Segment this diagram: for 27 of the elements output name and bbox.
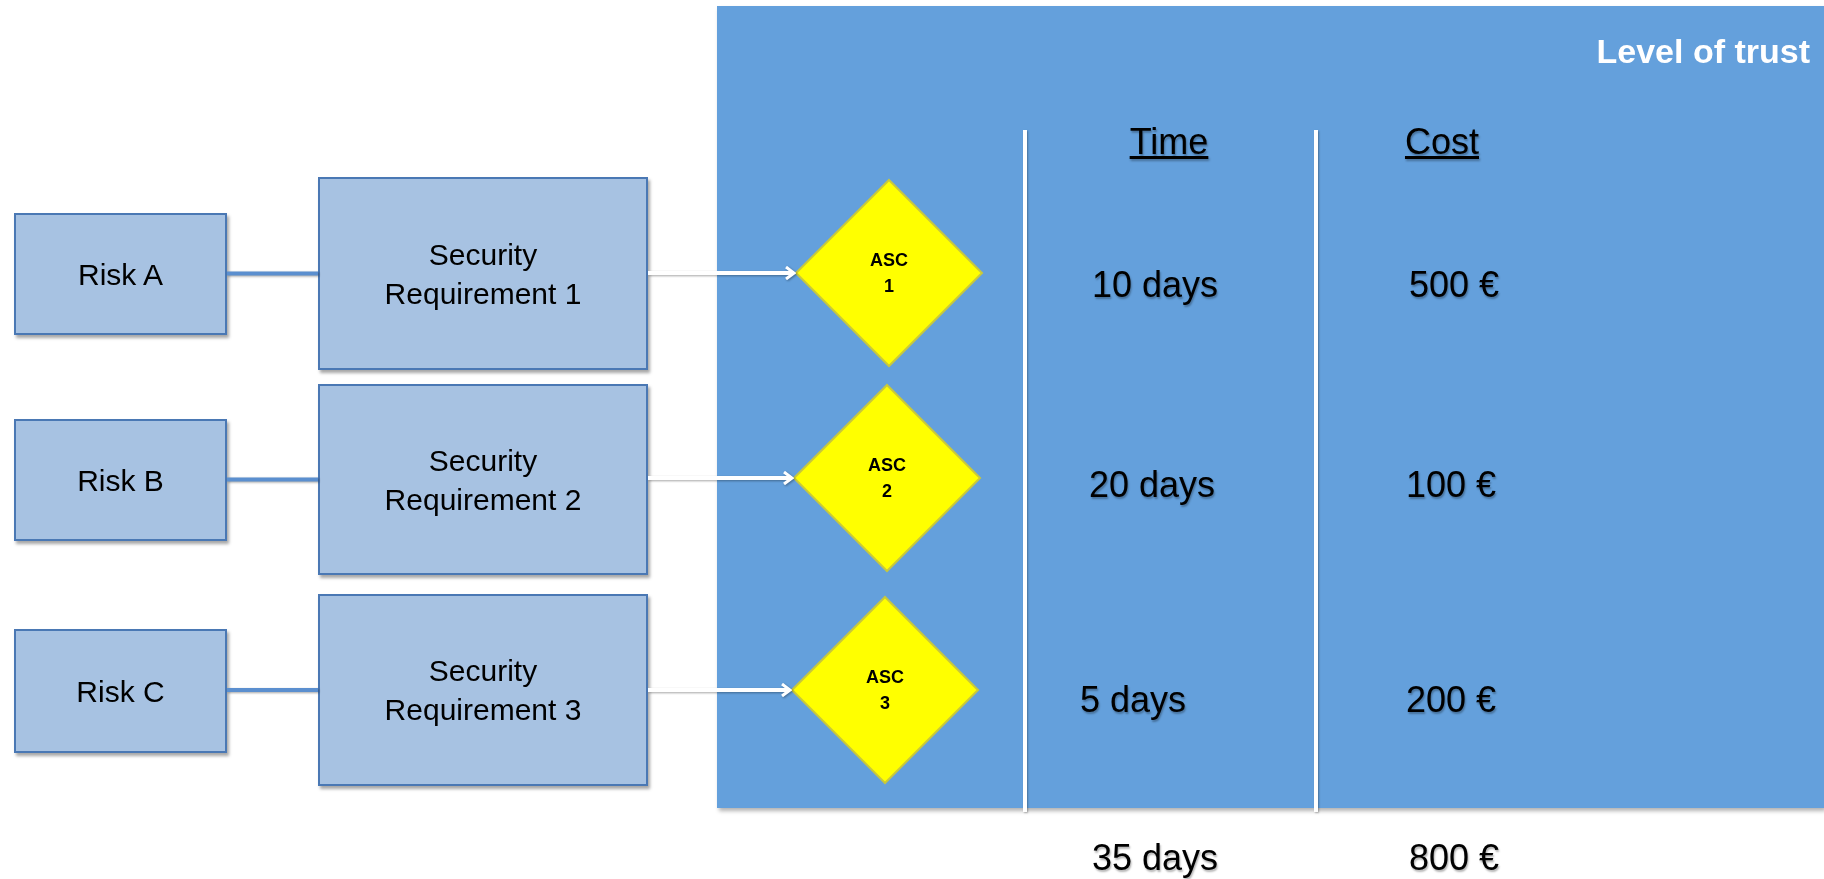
total-cost: 800 € [1408, 837, 1500, 879]
panel-background [717, 6, 1824, 808]
process-box: Risk B [14, 419, 227, 541]
connector-line [227, 688, 318, 692]
column-header: Cost [1405, 121, 1479, 163]
decision-diamond [790, 595, 980, 785]
time-value: 5 days [1079, 679, 1187, 721]
diamond-label: ASC 1 [869, 248, 909, 298]
column-header: Time [1129, 121, 1209, 163]
cost-value: 500 € [1408, 264, 1500, 306]
process-box: Security Requirement 1 [318, 177, 648, 370]
process-box: Risk A [14, 213, 227, 335]
total-time: 35 days [1091, 837, 1219, 879]
process-box: Risk C [14, 629, 227, 753]
decision-diamond [792, 383, 982, 573]
time-value: 10 days [1091, 264, 1219, 306]
panel-title: Level of trust [1596, 32, 1810, 71]
diamond-label: ASC 3 [865, 665, 905, 715]
time-value: 20 days [1088, 464, 1216, 506]
connector-line [227, 271, 318, 276]
cost-value: 100 € [1405, 464, 1497, 506]
diamond-label: ASC 2 [867, 453, 907, 503]
cost-value: 200 € [1405, 679, 1497, 721]
connector-line [227, 477, 318, 482]
process-box: Security Requirement 2 [318, 384, 648, 575]
process-box: Security Requirement 3 [318, 594, 648, 786]
decision-diamond [794, 178, 984, 368]
